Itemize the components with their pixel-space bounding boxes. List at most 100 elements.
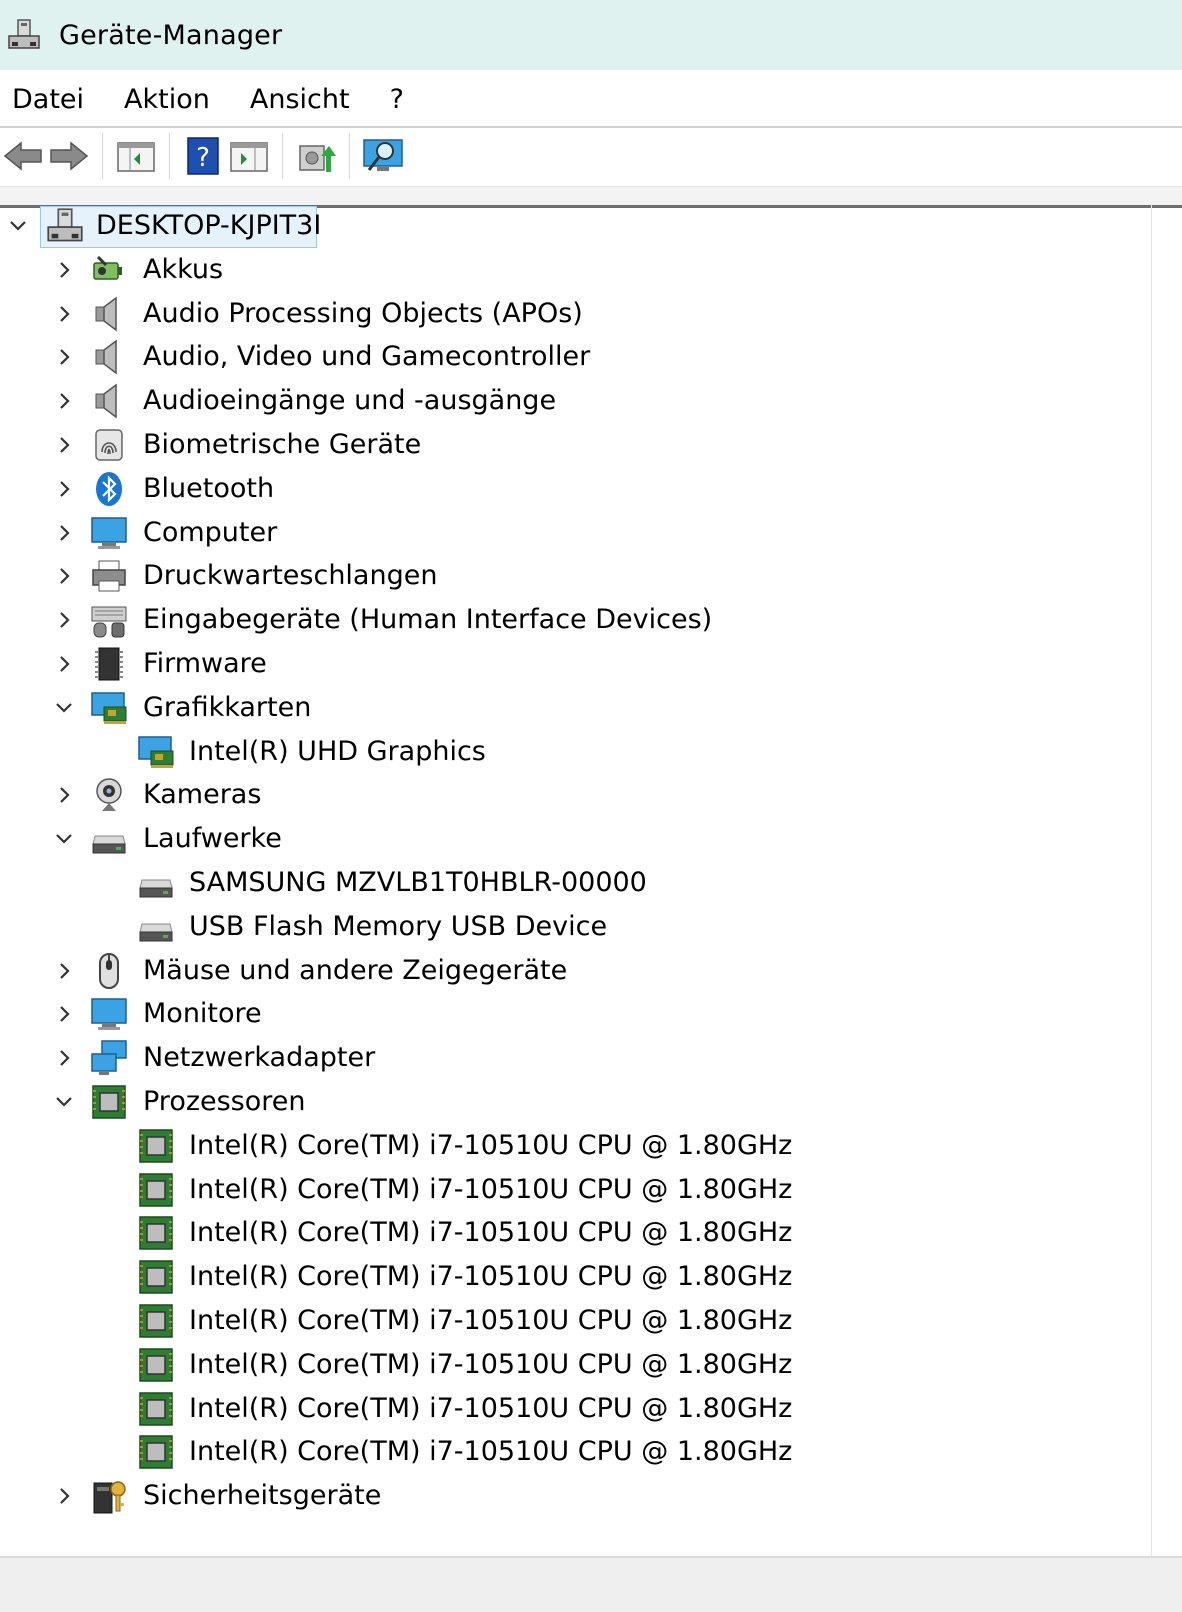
- tree-root[interactable]: DESKTOP-KJPIT3I: [0, 204, 400, 249]
- tree-device-label: SAMSUNG MZVLB1T0HBLR-00000: [189, 867, 647, 898]
- processor-icon: [139, 1435, 173, 1469]
- tree-category[interactable]: Laufwerke: [0, 817, 800, 862]
- tree-category[interactable]: Grafikkarten: [0, 686, 800, 731]
- chevron-right-icon[interactable]: [50, 606, 78, 634]
- toolbar-separator: [282, 133, 283, 179]
- tree-category-label: Audio, Video und Gamecontroller: [143, 341, 591, 372]
- tree-device[interactable]: Intel(R) UHD Graphics: [0, 730, 900, 775]
- tree-device-label: Intel(R) Core(TM) i7-10510U CPU @ 1.80GH…: [189, 1174, 793, 1205]
- processor-icon: [92, 1085, 126, 1119]
- tree-category[interactable]: Akkus: [0, 248, 800, 293]
- properties-button[interactable]: [113, 133, 159, 179]
- chevron-right-icon[interactable]: [50, 562, 78, 590]
- tree-category[interactable]: Audio, Video und Gamecontroller: [0, 335, 800, 380]
- toolbar: ?: [0, 128, 1182, 184]
- help-icon: ?: [187, 137, 219, 175]
- tree-category[interactable]: Audio Processing Objects (APOs): [0, 292, 800, 337]
- show-hide-button[interactable]: [226, 133, 272, 179]
- menu-bar: Datei Aktion Ansicht ?: [0, 72, 1182, 128]
- chevron-down-icon[interactable]: [50, 825, 78, 853]
- tree-device[interactable]: Intel(R) Core(TM) i7-10510U CPU @ 1.80GH…: [0, 1255, 900, 1300]
- processor-icon: [139, 1129, 173, 1163]
- tree-device[interactable]: Intel(R) Core(TM) i7-10510U CPU @ 1.80GH…: [0, 1343, 900, 1388]
- toolbar-border: [0, 186, 1182, 208]
- tree-category[interactable]: Audioeingänge und -ausgänge: [0, 379, 800, 424]
- chevron-down-icon[interactable]: [50, 1088, 78, 1116]
- chevron-right-icon[interactable]: [50, 1044, 78, 1072]
- tree-category[interactable]: Monitore: [0, 992, 800, 1037]
- tree-category-label: Firmware: [143, 648, 267, 679]
- forward-icon: [50, 141, 89, 171]
- chevron-right-icon[interactable]: [50, 300, 78, 328]
- tree-device-label: Intel(R) UHD Graphics: [189, 736, 486, 767]
- tree-device[interactable]: Intel(R) Core(TM) i7-10510U CPU @ 1.80GH…: [0, 1124, 900, 1169]
- tree-device[interactable]: Intel(R) Core(TM) i7-10510U CPU @ 1.80GH…: [0, 1430, 900, 1475]
- tree-device[interactable]: USB Flash Memory USB Device: [0, 905, 900, 950]
- processor-icon: [139, 1304, 173, 1338]
- tree-category-label: Druckwarteschlangen: [143, 560, 438, 591]
- menu-aktion[interactable]: Aktion: [124, 83, 210, 115]
- tree-device[interactable]: Intel(R) Core(TM) i7-10510U CPU @ 1.80GH…: [0, 1387, 900, 1432]
- chevron-right-icon[interactable]: [50, 431, 78, 459]
- tree-device[interactable]: Intel(R) Core(TM) i7-10510U CPU @ 1.80GH…: [0, 1299, 900, 1344]
- back-button[interactable]: [0, 133, 46, 179]
- chevron-right-icon[interactable]: [50, 650, 78, 678]
- update-driver-button[interactable]: [293, 133, 339, 179]
- scan-hardware-button[interactable]: [360, 133, 406, 179]
- monitor-icon: [91, 517, 127, 549]
- tree-device[interactable]: Intel(R) Core(TM) i7-10510U CPU @ 1.80GH…: [0, 1168, 900, 1213]
- tree-category-label: Eingabegeräte (Human Interface Devices): [143, 604, 713, 635]
- menu-help[interactable]: ?: [389, 83, 404, 115]
- tree-edge: [1151, 204, 1152, 1556]
- chevron-down-icon[interactable]: [50, 694, 78, 722]
- tree-category[interactable]: Sicherheitsgeräte: [0, 1474, 800, 1519]
- fingerprint-icon: [95, 429, 123, 461]
- tree-category[interactable]: Eingabegeräte (Human Interface Devices): [0, 598, 800, 643]
- chevron-right-icon[interactable]: [50, 957, 78, 985]
- tree-category[interactable]: Mäuse und andere Zeigegeräte: [0, 949, 800, 994]
- chevron-right-icon[interactable]: [50, 475, 78, 503]
- tree-category-label: Sicherheitsgeräte: [143, 1480, 382, 1511]
- selection-highlight: [40, 206, 317, 248]
- computer-root-icon: [47, 208, 83, 242]
- chevron-right-icon[interactable]: [50, 343, 78, 371]
- chevron-right-icon[interactable]: [50, 519, 78, 547]
- tree-category[interactable]: Kameras: [0, 773, 800, 818]
- chevron-right-icon[interactable]: [50, 1000, 78, 1028]
- menu-datei[interactable]: Datei: [12, 83, 85, 115]
- processor-icon: [139, 1260, 173, 1294]
- tree-category[interactable]: Computer: [0, 511, 800, 556]
- tree-category[interactable]: Netzwerkadapter: [0, 1036, 800, 1081]
- tree-device[interactable]: SAMSUNG MZVLB1T0HBLR-00000: [0, 861, 900, 906]
- tree-category-label: Bluetooth: [143, 473, 275, 504]
- tree-category-label: Biometrische Geräte: [143, 429, 422, 460]
- processor-icon: [139, 1348, 173, 1382]
- tree-category-label: Monitore: [143, 998, 262, 1029]
- security-icon: [93, 1481, 126, 1514]
- tree-device-label: Intel(R) Core(TM) i7-10510U CPU @ 1.80GH…: [189, 1261, 793, 1292]
- tree-device[interactable]: Intel(R) Core(TM) i7-10510U CPU @ 1.80GH…: [0, 1211, 900, 1256]
- chevron-right-icon[interactable]: [50, 1482, 78, 1510]
- tree-category[interactable]: Biometrische Geräte: [0, 423, 800, 468]
- chevron-right-icon[interactable]: [50, 781, 78, 809]
- tree-category-label: Computer: [143, 517, 278, 548]
- tree-category-label: Akkus: [143, 254, 224, 285]
- tree-category[interactable]: Prozessoren: [0, 1080, 800, 1125]
- forward-button[interactable]: [46, 133, 92, 179]
- help-button[interactable]: ?: [180, 133, 226, 179]
- window-title: Geräte-Manager: [59, 19, 283, 51]
- tree-category-label: Kameras: [143, 779, 262, 810]
- drive-icon: [139, 923, 173, 942]
- chevron-down-icon[interactable]: [4, 212, 32, 240]
- chevron-right-icon[interactable]: [50, 256, 78, 284]
- battery-icon: [93, 255, 122, 280]
- tree-category[interactable]: Firmware: [0, 642, 800, 687]
- tree-category[interactable]: Druckwarteschlangen: [0, 554, 800, 599]
- menu-ansicht[interactable]: Ansicht: [249, 83, 350, 115]
- hid-icon: [91, 606, 127, 638]
- tree-category[interactable]: Bluetooth: [0, 467, 800, 512]
- speaker-icon: [95, 383, 117, 419]
- tree-device-label: Intel(R) Core(TM) i7-10510U CPU @ 1.80GH…: [189, 1436, 793, 1467]
- chevron-right-icon[interactable]: [50, 387, 78, 415]
